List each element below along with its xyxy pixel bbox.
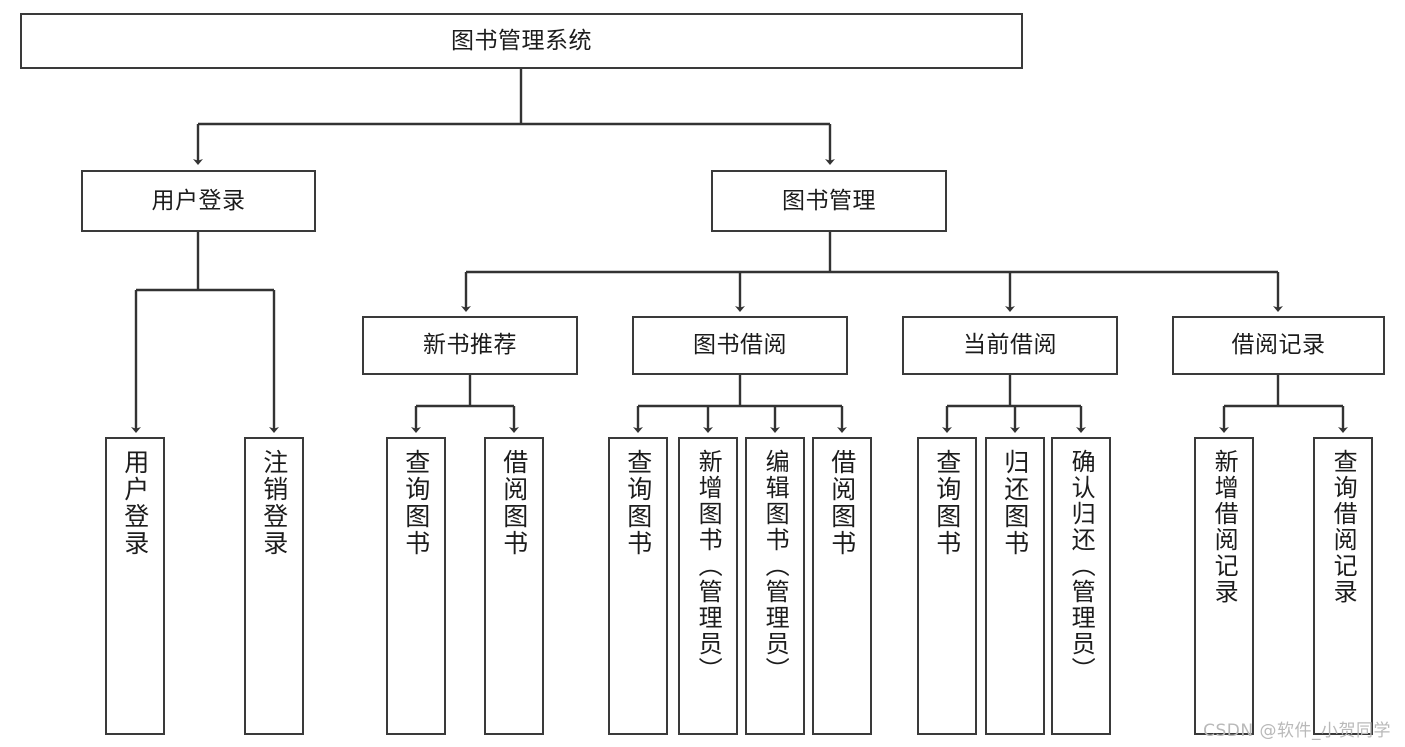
leaf-borrow-query-book-label: 查询图书: [623, 449, 653, 557]
node-current-borrow[interactable]: 当前借阅: [902, 316, 1118, 375]
leaf-record-query-label: 查询借阅记录: [1329, 449, 1358, 605]
node-current-borrow-label: 当前借阅: [963, 332, 1057, 359]
node-user-login-label: 用户登录: [151, 187, 246, 214]
leaf-record-query[interactable]: 查询借阅记录: [1313, 437, 1373, 735]
leaf-current-return-book-label: 归还图书: [1000, 449, 1030, 557]
leaf-newbook-query-book[interactable]: 查询图书: [386, 437, 446, 735]
node-root-label: 图书管理系统: [451, 27, 592, 54]
leaf-current-confirm-return[interactable]: 确认归还（管理员）: [1051, 437, 1111, 735]
leaf-borrow-lend-book[interactable]: 借阅图书: [812, 437, 872, 735]
node-new-book-recommend-label: 新书推荐: [423, 332, 517, 359]
leaf-record-add-label: 新增借阅记录: [1210, 449, 1239, 605]
leaf-borrow-edit-book[interactable]: 编辑图书（管理员）: [745, 437, 805, 735]
leaf-borrow-add-book[interactable]: 新增图书（管理员）: [678, 437, 738, 735]
leaf-newbook-borrow-book-label: 借阅图书: [499, 449, 529, 557]
leaf-record-add[interactable]: 新增借阅记录: [1194, 437, 1254, 735]
leaf-current-confirm-return-label: 确认归还（管理员）: [1067, 449, 1096, 683]
leaf-current-query-book-label: 查询图书: [932, 449, 962, 557]
leaf-newbook-borrow-book[interactable]: 借阅图书: [484, 437, 544, 735]
node-book-borrow-label: 图书借阅: [693, 332, 787, 359]
leaf-user-login[interactable]: 用户登录: [105, 437, 165, 735]
node-borrow-records-label: 借阅记录: [1231, 332, 1326, 359]
leaf-borrow-add-book-label: 新增图书（管理员）: [694, 449, 723, 683]
node-book-borrow[interactable]: 图书借阅: [632, 316, 848, 375]
leaf-user-logout[interactable]: 注销登录: [244, 437, 304, 735]
leaf-newbook-query-book-label: 查询图书: [401, 449, 431, 557]
watermark-text: CSDN @软件_小贺同学: [1203, 721, 1391, 741]
leaf-user-login-label: 用户登录: [120, 449, 150, 557]
leaf-borrow-query-book[interactable]: 查询图书: [608, 437, 668, 735]
leaf-borrow-lend-book-label: 借阅图书: [827, 449, 857, 557]
node-user-login[interactable]: 用户登录: [81, 170, 316, 232]
node-new-book-recommend[interactable]: 新书推荐: [362, 316, 578, 375]
node-book-management-label: 图书管理: [782, 187, 876, 214]
node-borrow-records[interactable]: 借阅记录: [1172, 316, 1385, 375]
node-root[interactable]: 图书管理系统: [20, 13, 1023, 69]
leaf-borrow-edit-book-label: 编辑图书（管理员）: [761, 449, 790, 683]
leaf-user-logout-label: 注销登录: [259, 449, 289, 557]
node-book-management[interactable]: 图书管理: [711, 170, 947, 232]
leaf-current-query-book[interactable]: 查询图书: [917, 437, 977, 735]
leaf-current-return-book[interactable]: 归还图书: [985, 437, 1045, 735]
